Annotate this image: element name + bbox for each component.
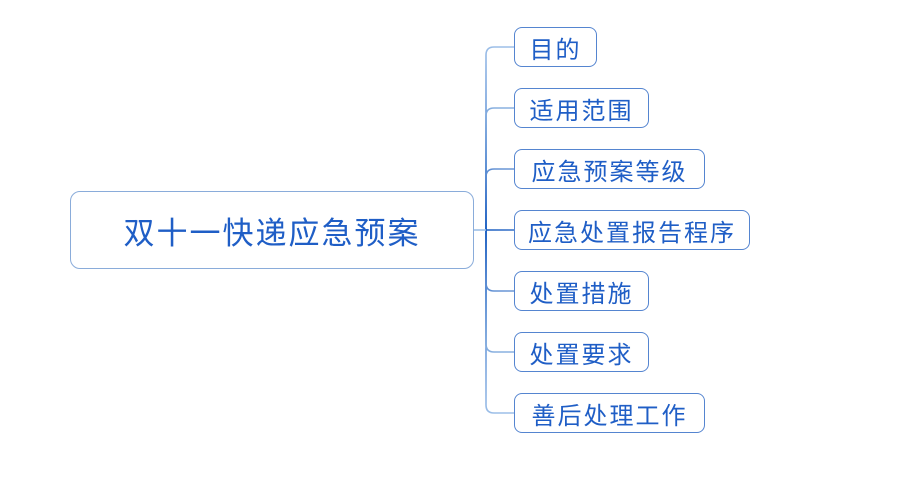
connector-child-2 [485, 107, 514, 230]
child-node-report-procedure[interactable]: 应急处置报告程序 [514, 210, 750, 250]
child-node-label: 目的 [529, 37, 582, 64]
child-node-label: 应急预案等级 [531, 159, 688, 186]
child-node-scope[interactable]: 适用范围 [514, 88, 649, 128]
connector-child-3 [485, 168, 514, 230]
child-node-measures[interactable]: 处置措施 [514, 271, 649, 311]
child-node-plan-level[interactable]: 应急预案等级 [514, 149, 705, 189]
child-node-purpose[interactable]: 目的 [514, 27, 597, 67]
child-node-label: 应急处置报告程序 [528, 220, 736, 247]
child-node-label: 适用范围 [529, 98, 634, 125]
connector-child-7 [485, 230, 514, 414]
root-node-label: 双十一快递应急预案 [123, 215, 421, 251]
child-node-aftermath[interactable]: 善后处理工作 [514, 393, 705, 433]
child-node-requirements[interactable]: 处置要求 [514, 332, 649, 372]
child-node-label: 处置要求 [529, 342, 634, 369]
connector-child-5 [485, 230, 514, 292]
child-node-label: 善后处理工作 [531, 403, 688, 430]
child-node-label: 处置措施 [529, 281, 634, 308]
connector-child-1 [485, 46, 514, 230]
connector-child-6 [485, 230, 514, 353]
root-node[interactable]: 双十一快递应急预案 [70, 191, 474, 269]
